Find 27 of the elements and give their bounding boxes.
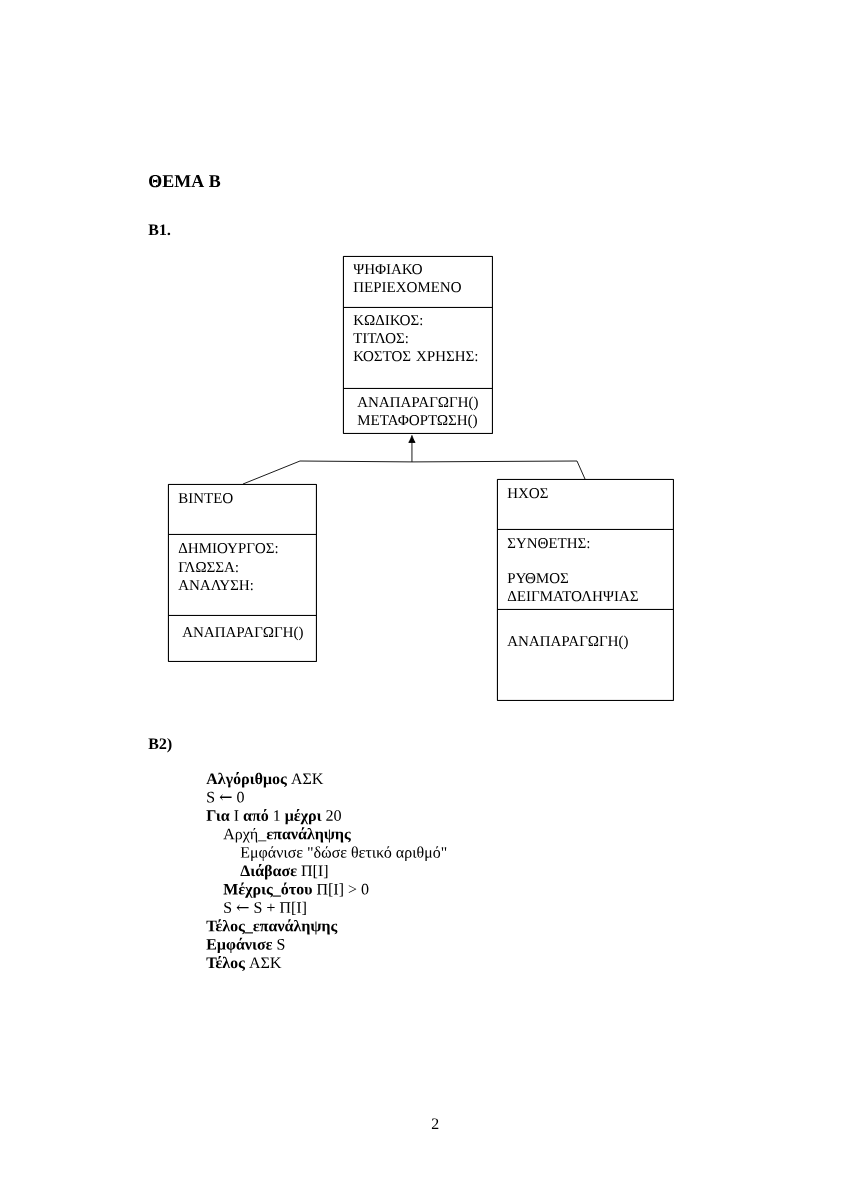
code-line: Μέχρις_ότου Π[I] > 0 <box>223 882 369 898</box>
code-line: Αλγόριθμος ΑΣΚ <box>206 772 324 788</box>
attribute-compartment: ΚΩΔΙΚΟΣ: ΤΙΤΛΟΣ: ΚΟΣΤΟΣ ΧΡΗΣΗΣ: <box>343 307 493 389</box>
code-line: Για I από 1 μέχρι 20 <box>206 808 341 825</box>
method-compartment: ΑΝΑΠΑΡΑΓΩΓΗ() <box>168 615 317 662</box>
heading: ΘΕΜΑ Β <box>149 175 221 188</box>
attribute-compartment: ΔΗΜΙΟΥΡΓΟΣ: ΓΛΩΣΣΑ: ΑΝΑΛΥΣΗ: <box>168 534 317 616</box>
method-compartment: ΑΝΑΠΑΡΑΓΩΓΗ() ΜΕΤΑΦΟΡΤΩΣΗ() <box>343 388 493 434</box>
code-line: Αρχή_επανάληψης <box>223 827 351 843</box>
code-line: Εμφάνισε "δώσε θετικό αριθμό" <box>240 846 447 862</box>
code-line: Διάβασε Π[I] <box>240 864 328 880</box>
connector-line <box>242 460 413 485</box>
section-label: Β2) <box>148 737 172 753</box>
code-line: Εμφάνισε S <box>206 937 285 953</box>
attribute-compartment: ΣΥΝΘΕΤΗΣ: ΡΥΘΜΟΣ ΔΕΙΓΜΑΤΟΛΗΨΙΑΣ <box>497 529 674 610</box>
page-number: 2 <box>431 1118 439 1129</box>
class-name-compartment: ΗΧΟΣ <box>497 479 674 530</box>
code-line: Τέλος ΑΣΚ <box>206 956 282 972</box>
method-compartment: ΑΝΑΠΑΡΑΓΩΓΗ() <box>497 609 674 701</box>
class-name-compartment: ΒΙΝΤΕΟ <box>168 484 317 535</box>
code-line: S ← 0 <box>207 791 244 803</box>
connector-line <box>411 460 586 480</box>
code-line: Τέλος_επανάληψης <box>206 919 338 935</box>
code-line: S ← S + Π[I] <box>224 901 306 915</box>
class-name-compartment: ΨΗΦΙΑΚΟ ΠΕΡΙΕΧΟΜΕΝΟ <box>343 256 493 308</box>
inheritance-arrow <box>408 435 416 463</box>
section-label: Β1. <box>148 224 171 236</box>
